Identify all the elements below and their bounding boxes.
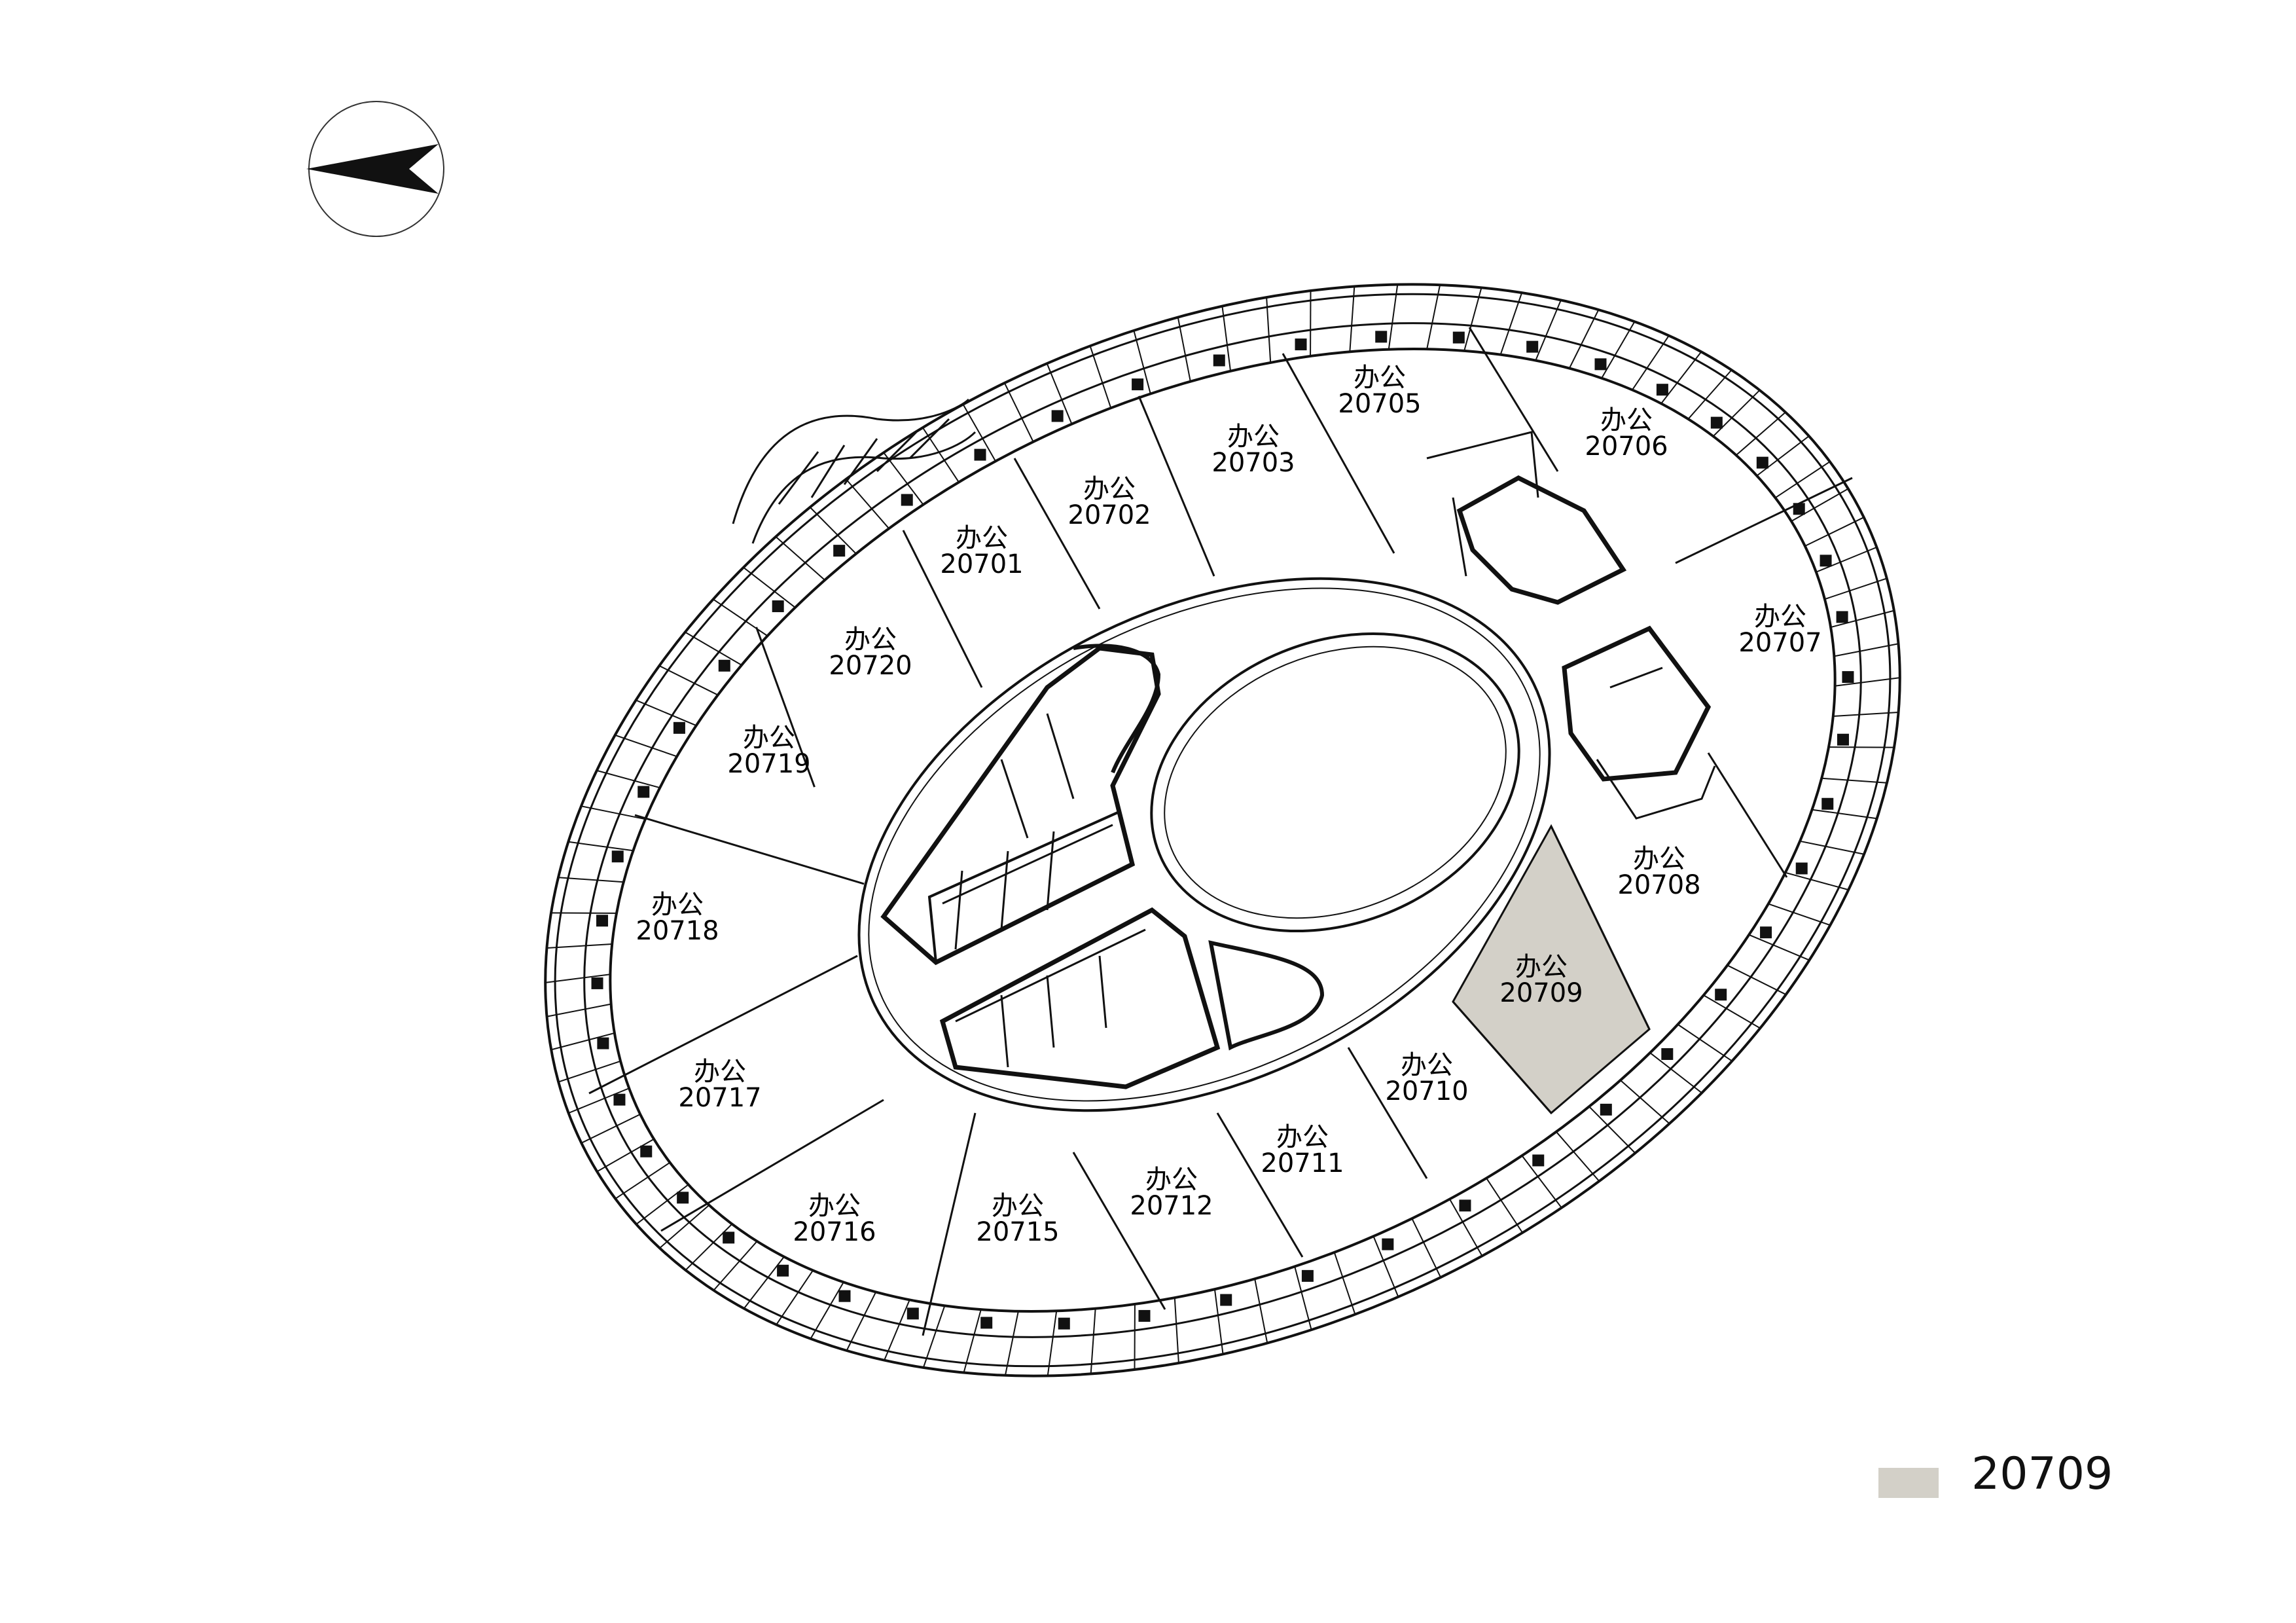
column [596, 915, 609, 927]
column [1526, 340, 1539, 353]
unit-number-label: 20708 [1617, 870, 1700, 900]
unit-use-label: 办公 [1083, 474, 1136, 504]
unit-use-label: 办公 [694, 1057, 746, 1087]
service-core-east [1426, 431, 1716, 820]
unit-number-label: 20701 [940, 549, 1023, 579]
column [1452, 331, 1465, 344]
column [1600, 1103, 1612, 1116]
unit-number-label: 20718 [636, 916, 719, 946]
column [613, 1093, 626, 1106]
unit-number-label: 20716 [793, 1217, 876, 1247]
column [673, 721, 685, 734]
unit-use-label: 办公 [651, 890, 704, 920]
column [1821, 797, 1834, 810]
column [1842, 671, 1854, 684]
unit-use-label: 办公 [1754, 602, 1806, 632]
column [1532, 1154, 1545, 1167]
unit-use-label: 办公 [1145, 1165, 1198, 1195]
unit-use-label: 办公 [1515, 952, 1568, 982]
unit-number-label: 20712 [1130, 1191, 1213, 1221]
column [901, 494, 913, 506]
column [1301, 1269, 1314, 1282]
partition-walls [588, 327, 1853, 1336]
unit-number-label: 20711 [1261, 1148, 1344, 1178]
column [777, 1264, 789, 1277]
column [597, 1037, 609, 1049]
unit-use-label: 办公 [808, 1191, 861, 1221]
column [637, 786, 650, 798]
column [1375, 331, 1388, 343]
column [591, 977, 603, 989]
column [906, 1307, 919, 1320]
column [1132, 378, 1144, 391]
unit-number-label: 20702 [1067, 500, 1151, 530]
unit-use-label: 办公 [1600, 405, 1653, 435]
column [1594, 358, 1607, 371]
legend-swatch [1878, 1468, 1939, 1498]
column [1656, 384, 1668, 396]
column [1459, 1199, 1471, 1212]
unit-number-label: 20719 [727, 749, 810, 779]
column [974, 448, 986, 461]
column [1820, 555, 1832, 567]
unit-use-label: 办公 [1276, 1122, 1329, 1152]
unit-use-label: 办公 [1401, 1050, 1453, 1080]
unit-number-label: 20706 [1585, 431, 1668, 462]
unit-number-label: 20720 [829, 651, 912, 681]
column [677, 1192, 689, 1204]
unit-number-label: 20709 [1499, 978, 1583, 1008]
column [838, 1290, 851, 1302]
unit-number-label: 20717 [678, 1083, 761, 1113]
atrium [1150, 632, 1520, 933]
column [1382, 1238, 1394, 1250]
column [723, 1231, 735, 1244]
column [1756, 456, 1768, 469]
column [1795, 862, 1808, 875]
column [718, 659, 730, 672]
unit-labels: 办公20701办公20702办公20703办公20705办公20706办公207… [636, 363, 1821, 1247]
column [1837, 733, 1849, 746]
unit-number-label: 20703 [1211, 448, 1295, 478]
unit-number-label: 20705 [1338, 389, 1421, 419]
unit-number-label: 20715 [976, 1217, 1059, 1247]
unit-use-label: 办公 [1354, 363, 1406, 393]
unit-use-label: 办公 [992, 1191, 1044, 1221]
column [1715, 989, 1727, 1001]
service-core-west [880, 644, 1325, 1089]
column [1710, 416, 1723, 429]
unit-use-label: 办公 [743, 723, 795, 753]
column [1138, 1309, 1151, 1322]
column [611, 850, 624, 863]
north-arrow-icon [306, 101, 444, 237]
column [1295, 338, 1307, 351]
column [1760, 926, 1772, 939]
building-outline [544, 283, 1901, 1377]
column [1213, 354, 1225, 367]
unit-number-label: 20707 [1738, 628, 1821, 658]
column [1836, 611, 1848, 623]
column [772, 600, 784, 613]
legend-label: 20709 [1971, 1448, 2113, 1500]
unit-use-label: 办公 [844, 625, 897, 655]
unit-use-label: 办公 [1227, 422, 1280, 452]
unit-use-label: 办公 [956, 523, 1008, 553]
column [640, 1145, 653, 1158]
column [1051, 410, 1064, 422]
unit-number-label: 20710 [1385, 1076, 1468, 1106]
column [980, 1317, 993, 1329]
column [1058, 1317, 1070, 1330]
column [1661, 1048, 1674, 1060]
column [1793, 503, 1805, 515]
corridor [857, 577, 1551, 1112]
column [833, 545, 846, 557]
unit-use-label: 办公 [1633, 844, 1685, 874]
structural-columns [591, 331, 1854, 1330]
column [1220, 1294, 1232, 1306]
